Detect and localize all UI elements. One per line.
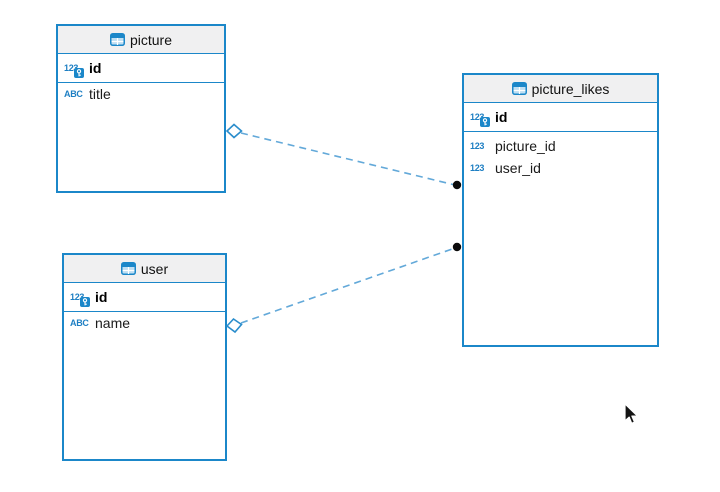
table-icon xyxy=(511,82,527,95)
text-type-icon: ABC xyxy=(70,317,89,328)
key-icon xyxy=(480,116,490,127)
column-row[interactable]: 123 picture_id xyxy=(464,135,657,157)
table-icon xyxy=(120,262,136,275)
numeric-type-icon: 123 xyxy=(470,140,485,151)
relation-line-user-to-picture-likes[interactable] xyxy=(240,247,456,324)
numeric-type-glyph: 123 xyxy=(64,62,79,73)
relation-dot-end-picture-likes[interactable] xyxy=(452,180,462,190)
column-row[interactable]: 123 id xyxy=(464,103,657,132)
table-picture-likes-header[interactable]: picture_likes xyxy=(464,75,657,103)
column-name: title xyxy=(89,86,111,102)
column-name: id xyxy=(95,289,108,305)
table-picture-header[interactable]: picture xyxy=(58,26,224,54)
column-row[interactable]: ABC name xyxy=(64,312,225,334)
numeric-type-icon: 123 xyxy=(70,291,93,307)
table-picture[interactable]: picture 123 id ABC title xyxy=(56,24,226,193)
column-name: id xyxy=(89,60,102,76)
key-icon xyxy=(74,67,84,78)
relation-diamond-end-picture[interactable] xyxy=(225,123,243,139)
column-row[interactable]: 123 id xyxy=(64,283,225,312)
numeric-type-icon: 123 xyxy=(470,162,485,173)
table-user[interactable]: user 123 id ABC name xyxy=(62,253,227,461)
column-name: id xyxy=(495,109,508,125)
key-icon xyxy=(80,296,90,307)
numeric-type-glyph: 123 xyxy=(470,111,485,122)
numeric-type-icon: 123 xyxy=(470,111,493,127)
column-row[interactable]: ABC title xyxy=(58,83,224,105)
table-picture-likes[interactable]: picture_likes 123 id 123 picture_id xyxy=(462,73,659,347)
text-type-icon: ABC xyxy=(64,88,83,99)
relation-dot-end-picture-likes[interactable] xyxy=(452,242,462,252)
column-name: picture_id xyxy=(495,138,556,154)
column-name: name xyxy=(95,315,131,331)
table-user-header[interactable]: user xyxy=(64,255,225,283)
table-title: picture_likes xyxy=(531,80,610,97)
table-title: picture xyxy=(129,31,173,48)
table-title: user xyxy=(140,260,169,277)
column-row[interactable]: 123 id xyxy=(58,54,224,83)
relation-line-picture-to-picture-likes[interactable] xyxy=(240,132,456,186)
numeric-type-glyph: 123 xyxy=(70,291,85,302)
mouse-cursor xyxy=(624,403,639,424)
column-name: user_id xyxy=(495,160,541,176)
numeric-type-icon: 123 xyxy=(64,62,87,78)
column-row[interactable]: 123 user_id xyxy=(464,157,657,179)
table-icon xyxy=(109,33,125,46)
relation-diamond-end-user[interactable] xyxy=(225,317,243,334)
